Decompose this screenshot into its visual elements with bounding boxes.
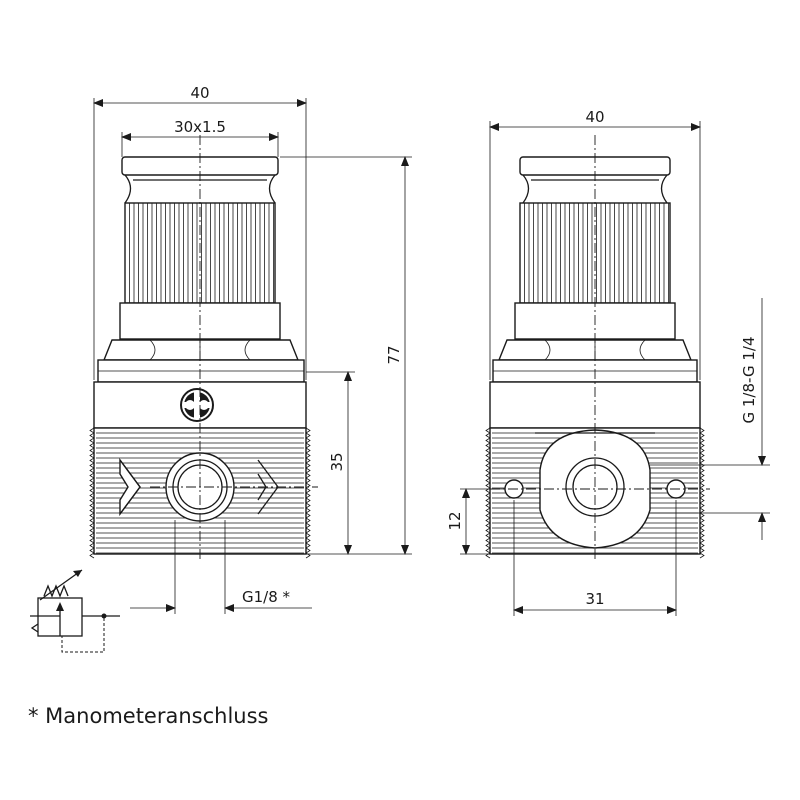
dim-body-height: 35 [328, 452, 346, 471]
thread-edge [305, 427, 311, 559]
dim-front-width: 40 [190, 84, 209, 102]
pressure-regulator-symbol-icon [30, 569, 120, 653]
front-view [89, 135, 318, 560]
dim-side-port-range: G 1/8-G 1/4 [740, 336, 758, 423]
side-view [485, 135, 710, 560]
dim-port-thread: G1/8 * [242, 588, 291, 606]
knurl-lines-side [524, 203, 669, 303]
dim-hole-spacing: 31 [585, 590, 604, 608]
dim-hole-offset: 12 [446, 511, 464, 530]
thread-edge [89, 427, 95, 559]
thread-edge [699, 427, 705, 559]
dim-knob-thread: 30x1.5 [174, 118, 226, 136]
dim-side-width: 40 [585, 108, 604, 126]
footnote: * Manometeranschluss [28, 704, 269, 728]
knurl-lines-front [129, 203, 274, 303]
front-dimensions: 40 30x1.5 77 35 G1/8 * [93, 84, 412, 614]
thread-edge [485, 427, 491, 559]
side-dimensions: 40 G 1/8-G 1/4 12 31 [446, 108, 770, 616]
gauge-port-icon [180, 388, 214, 422]
dim-overall-height: 77 [385, 345, 403, 364]
